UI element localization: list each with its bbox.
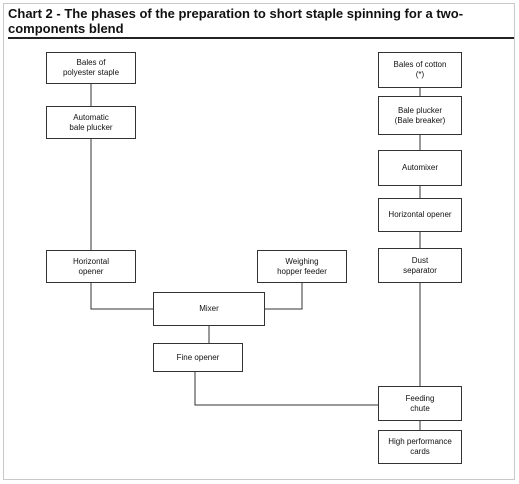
node-weighing-hopper-feeder-label: Weighing hopper feeder [277,256,327,276]
title-rule [8,37,514,39]
node-bale-plucker-label: Bale plucker (Bale breaker) [394,105,446,125]
node-fine-opener-label: Fine opener [176,352,220,362]
node-weighing-hopper-feeder: Weighing hopper feeder [257,250,347,283]
node-bales-polyester: Bales of polyester staple [46,52,136,84]
node-high-performance-cards: High performance cards [378,430,462,464]
node-horizontal-opener-left-label: Horizontal opener [72,256,109,276]
node-bales-polyester-label: Bales of polyester staple [62,58,120,77]
node-dust-separator: Dust separator [378,248,462,283]
node-horizontal-opener-right-label: Horizontal opener [388,210,452,219]
diagram-frame [3,3,515,480]
node-bale-plucker: Bale plucker (Bale breaker) [378,96,462,135]
connector-fine-opener-to-chute [194,372,378,406]
connector-hopper-to-mixer [265,283,303,310]
node-automatic-bale-plucker-label: Automatic bale plucker [69,112,113,132]
node-automixer-label: Automixer [401,163,438,172]
node-bales-cotton: Bales of cotton (*) [378,52,462,88]
node-bales-cotton-label: Bales of cotton (*) [393,60,447,79]
node-automixer: Automixer [378,150,462,186]
node-feeding-chute-label: Feeding chute [405,393,435,413]
diagram-title: Chart 2 - The phases of the preparation … [8,6,464,36]
node-high-performance-cards-label: High performance cards [388,437,452,456]
node-dust-separator-label: Dust separator [403,255,437,275]
node-mixer-label: Mixer [199,304,219,313]
connector-opener-to-mixer [90,283,153,310]
node-mixer: Mixer [153,292,265,326]
node-feeding-chute: Feeding chute [378,386,462,421]
node-fine-opener: Fine opener [153,343,243,372]
node-horizontal-opener-right: Horizontal opener [378,198,462,232]
node-automatic-bale-plucker: Automatic bale plucker [46,106,136,139]
node-horizontal-opener-left: Horizontal opener [46,250,136,283]
